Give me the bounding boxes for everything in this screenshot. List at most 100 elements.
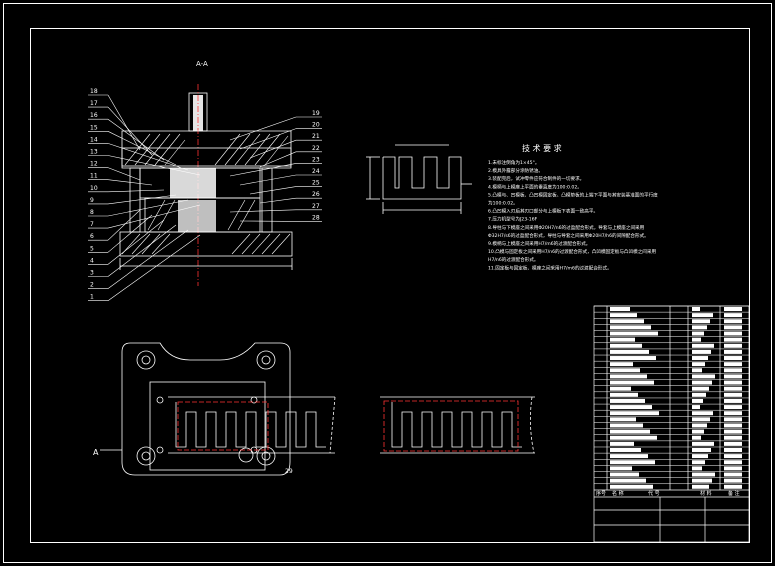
- table-cell-fill: [692, 337, 701, 342]
- leader-line: [249, 139, 297, 159]
- table-cell-fill: [692, 423, 707, 428]
- leader-line: [107, 194, 177, 205]
- table-cell-fill: [724, 319, 742, 324]
- table-cell-fill: [692, 325, 707, 330]
- table-cell-fill: [610, 386, 631, 391]
- tech-requirements: 1.未标注倒角为1×45°。2.模具外露部分涂防锈油。3.装配完后，试冲零件应符…: [488, 159, 658, 271]
- table-cell-fill: [610, 343, 642, 348]
- leader-line: [107, 106, 153, 156]
- table-cell-fill: [724, 337, 742, 342]
- callout-left: 16: [90, 112, 98, 119]
- leader-line: [259, 197, 297, 204]
- table-cell-fill: [610, 313, 637, 318]
- callout-right: 26: [312, 191, 320, 198]
- tech-line: 6.凸凹模入刃后其刃口部分与上模板下表面一致高平。: [488, 208, 598, 215]
- table-cell-fill: [692, 356, 708, 361]
- table-cell-fill: [724, 405, 742, 410]
- leader-line: [229, 163, 297, 177]
- table-cell-fill: [692, 478, 712, 483]
- leader-line: [229, 116, 297, 141]
- callout-right: 24: [312, 168, 320, 175]
- callout-right: 20: [312, 122, 320, 129]
- callout-left: 2: [90, 282, 94, 289]
- part-drawing: [366, 144, 472, 214]
- table-cell-fill: [724, 325, 742, 330]
- callout-left: 4: [90, 257, 94, 264]
- view-label: A: [93, 448, 99, 457]
- plan-centerline: [177, 401, 269, 451]
- callout-left: 3: [90, 270, 94, 277]
- table-cell-fill: [692, 374, 715, 379]
- table-cell-fill: [610, 472, 639, 477]
- table-cell-fill: [692, 405, 700, 410]
- callout-left: 6: [90, 233, 94, 240]
- tech-line: 10.凸模与固定板之间采用H7/n6的过渡配合形式，凸凹模固定板与凸凹模之间采用: [488, 248, 656, 255]
- table-cell-fill: [724, 466, 742, 471]
- callout-left: 18: [90, 88, 98, 95]
- table-cell-fill: [610, 368, 640, 373]
- callout-left: 17: [90, 100, 98, 107]
- table-header-cell: 代 号: [648, 490, 660, 497]
- table-cell-fill: [610, 423, 643, 428]
- leader-line: [249, 186, 297, 195]
- table-cell-fill: [610, 331, 658, 336]
- table-cell-fill: [692, 331, 704, 336]
- table-cell-fill: [724, 441, 742, 446]
- tech-line: H7/n6的过渡配合形式。: [488, 256, 539, 263]
- callout-left: 12: [90, 161, 98, 168]
- section-view: [119, 84, 293, 286]
- table-cell-fill: [724, 429, 742, 434]
- table-cell-fill: [692, 319, 710, 324]
- tech-line: 2.模具外露部分涂防锈油。: [488, 167, 543, 174]
- callout-right: 21: [312, 133, 320, 140]
- leader-line: [107, 94, 141, 151]
- tech-line: 1.未标注倒角为1×45°。: [488, 159, 539, 166]
- table-cell-fill: [724, 386, 742, 391]
- table-cell-fill: [610, 374, 647, 379]
- callout-right: 23: [312, 156, 320, 163]
- table-cell-fill: [724, 362, 742, 367]
- table-cell-fill: [724, 472, 742, 477]
- drawing-frame: [30, 28, 750, 543]
- table-cell-fill: [610, 429, 650, 434]
- table-cell-fill: [610, 441, 634, 446]
- tech-line: 4.模柄与上模座上平面的垂直度为100:0.02。: [488, 183, 582, 190]
- table-cell-fill: [692, 435, 701, 440]
- table-cell-fill: [610, 484, 653, 489]
- tech-line: 3.装配完后，试冲零件应符合制件的一切要求。: [488, 175, 584, 182]
- table-cell-fill: [724, 349, 742, 354]
- tech-line: Φ32H7/s6的过盈配合形式，导柱与导套之间采用Φ20H7/h6的间隙配合形式…: [488, 232, 649, 239]
- table-cell-fill: [692, 441, 714, 446]
- table-cell-fill: [724, 411, 742, 416]
- table-cell-fill: [692, 386, 709, 391]
- table-cell-fill: [610, 325, 651, 330]
- callout-left: 15: [90, 124, 98, 131]
- section-label: A-A: [196, 60, 208, 68]
- table-cell-fill: [610, 405, 652, 410]
- table-cell-fill: [724, 392, 742, 397]
- table-cell-fill: [724, 435, 742, 440]
- table-cell-fill: [610, 380, 654, 385]
- table-cell-fill: [724, 313, 742, 318]
- table-cell-fill: [724, 398, 742, 403]
- leader-line: [107, 214, 153, 253]
- table-header-cell: 序号: [596, 490, 606, 497]
- callout-left: 1: [90, 294, 94, 301]
- table-cell-fill: [692, 343, 714, 348]
- callout-left: 10: [90, 185, 98, 192]
- leader-line: [259, 151, 297, 168]
- table-cell-fill: [692, 417, 710, 422]
- table-cell-fill: [724, 423, 742, 428]
- leader-line: [107, 131, 177, 166]
- table-cell-fill: [724, 454, 742, 459]
- parts-list-header: 序号名 称代 号材 料备 注: [596, 490, 740, 497]
- callout-right: 25: [312, 180, 320, 187]
- leader-line: [107, 229, 189, 289]
- leader-line: [239, 128, 297, 150]
- tech-line: 9.模柄与上模座之间采用H7/m6的过渡配合形式。: [488, 240, 590, 247]
- tech-line: 为100:0.02。: [488, 200, 518, 207]
- table-cell-fill: [610, 307, 630, 311]
- leader-line: [107, 189, 165, 193]
- table-cell-fill: [610, 356, 656, 361]
